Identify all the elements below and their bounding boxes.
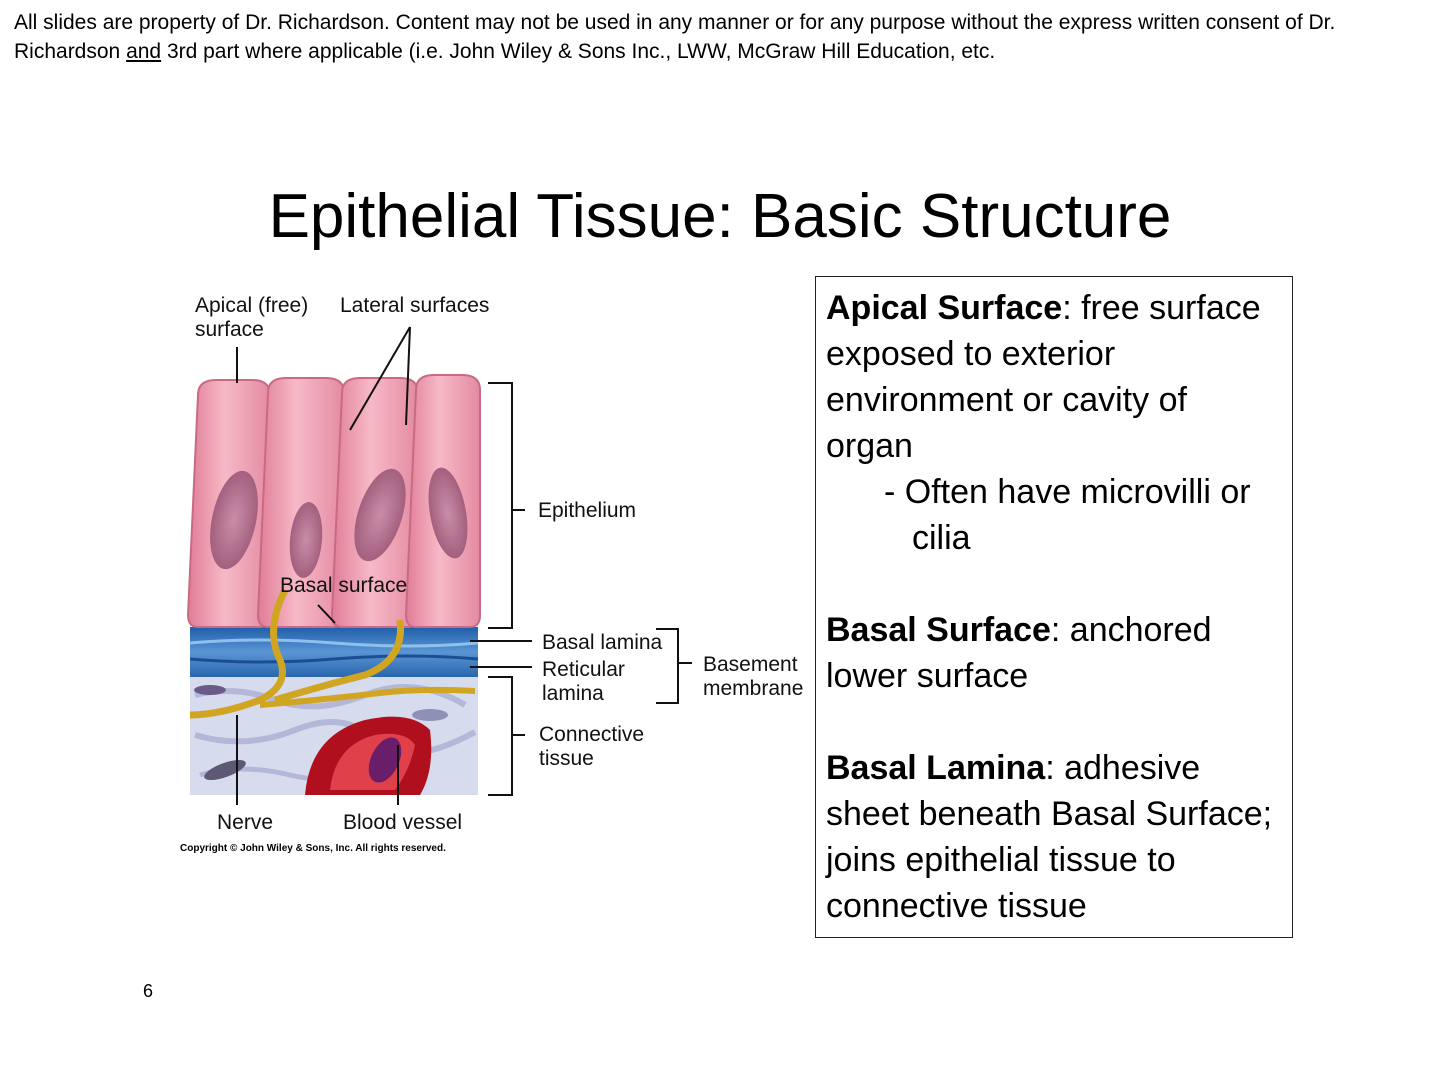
apical-subpoint-line-2: cilia: [912, 519, 971, 557]
apical-subpoint-line-1: - Often have microvilli or: [884, 473, 1251, 511]
nucleus-3: [354, 468, 406, 562]
label-basal-surface: Basal surface: [280, 574, 408, 597]
basement-membrane-band: [190, 627, 478, 677]
basal-definition-line-2: lower surface: [826, 657, 1029, 695]
apical-definition-line-4: organ: [826, 427, 913, 465]
figure-copyright: Copyright © John Wiley & Sons, Inc. All …: [180, 843, 446, 854]
label-basal-lamina: Basal lamina: [542, 631, 663, 654]
basal-definition-line-1: Basal Surface: anchored: [826, 611, 1212, 649]
nucleus-4: [428, 467, 468, 559]
lamina-definition-line-3: joins epithelial tissue to: [826, 841, 1176, 879]
definitions-textbox: Apical Surface: free surface exposed to …: [815, 276, 1293, 938]
nucleus-2: [289, 502, 323, 578]
lamina-definition-line-1: Basal Lamina: adhesive: [826, 749, 1201, 787]
apical-definition-line-1: Apical Surface: free surface: [826, 289, 1261, 327]
lamina-definition-line-2: sheet beneath Basal Surface;: [826, 795, 1273, 833]
apical-definition-line-3: environment or cavity of: [826, 381, 1187, 419]
slide-title: Epithelial Tissue: Basic Structure: [268, 182, 1172, 251]
apical-definition-line-2: exposed to exterior: [826, 335, 1116, 373]
page-number: 6: [143, 981, 154, 1001]
nerve-fiber: [189, 588, 289, 719]
epithelium-illustration: [186, 326, 692, 805]
label-epithelium: Epithelium: [538, 499, 637, 522]
disclaimer-underlined: and: [126, 40, 162, 63]
label-nerve: Nerve: [217, 811, 274, 834]
label-blood-vessel: Blood vessel: [343, 811, 463, 834]
disclaimer-text-1: All slides are property of Dr. Richardso…: [14, 11, 1336, 63]
nucleus-1: [210, 470, 258, 570]
label-lateral-surfaces: Lateral surfaces: [340, 294, 490, 317]
epithelium-diagram: Apical (free)surface Lateral surfaces Ep…: [170, 285, 820, 865]
label-apical-surface: Apical (free)surface: [195, 294, 309, 341]
copyright-disclaimer: All slides are property of Dr. Richardso…: [14, 8, 1424, 66]
disclaimer-text-2: 3rd part where applicable (i.e. John Wil…: [161, 40, 996, 63]
lamina-definition-line-4: connective tissue: [826, 887, 1087, 925]
